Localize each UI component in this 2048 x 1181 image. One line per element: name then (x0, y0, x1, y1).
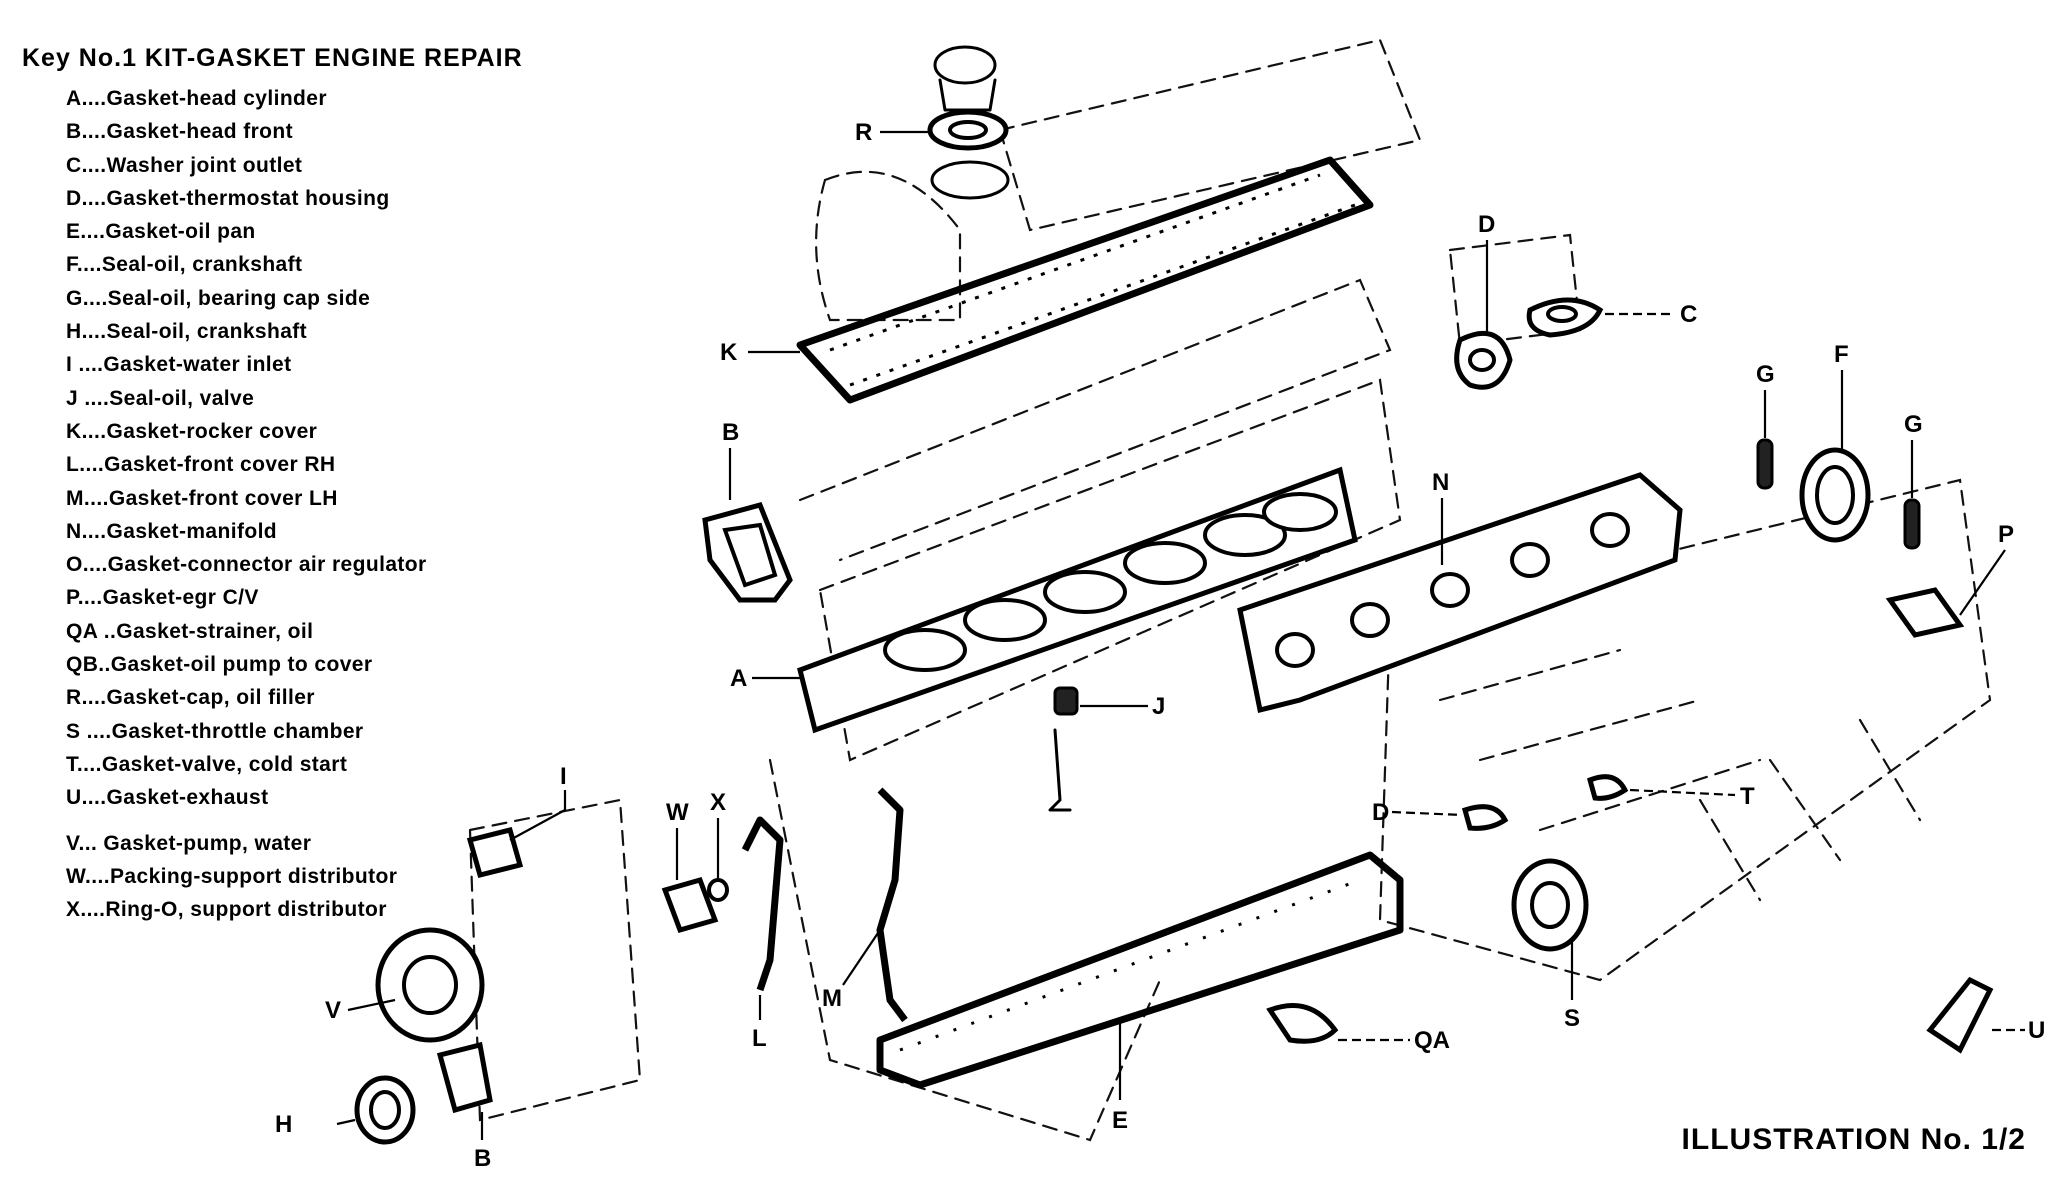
legend-title: Key No.1 KIT-GASKET ENGINE REPAIR (22, 44, 523, 72)
callout-a: A (730, 665, 747, 692)
legend-item-r: R....Gasket-cap, oil filler (66, 686, 315, 710)
oil-pan-gasket (876, 851, 1404, 1089)
callout-d-top: D (1478, 211, 1495, 238)
legend-list: A....Gasket-head cylinder B....Gasket-he… (66, 82, 427, 926)
front-cover-gasket-rh (741, 816, 784, 992)
leader-lines (336, 130, 2025, 1140)
callout-t: T (1740, 783, 1755, 810)
legend-item-t: T....Gasket-valve, cold start (66, 752, 348, 776)
callout-c: C (1680, 301, 1697, 328)
bearing-cap-side-seal-right (1903, 498, 1921, 550)
legend-item-f: F....Seal-oil, crankshaft (66, 253, 303, 277)
callout-r: R (855, 119, 872, 146)
callout-x: X (710, 789, 726, 816)
legend-item-j: J ....Seal-oil, valve (66, 386, 255, 410)
engine-block-outline (468, 38, 1992, 1142)
callout-labels: R K B A D C N G F G P J I W X V H B L M … (275, 119, 2045, 1172)
water-inlet-gasket (466, 826, 524, 879)
cylinder-head-gasket (797, 466, 1358, 734)
bearing-cap-side-seal-left (1756, 438, 1774, 490)
callout-n: N (1432, 469, 1449, 496)
callout-b-bottom: B (474, 1145, 491, 1172)
legend-item-x: X....Ring-O, support distributor (66, 898, 387, 922)
callout-w: W (666, 799, 689, 826)
legend-item-n: N....Gasket-manifold (66, 519, 278, 543)
legend-item-u: U....Gasket-exhaust (66, 786, 269, 810)
egr-cv-gasket (1885, 587, 1965, 638)
manifold-gasket (1237, 472, 1683, 714)
callout-e: E (1112, 1107, 1128, 1134)
crankshaft-oil-seal-rear (1799, 447, 1871, 543)
oil-strainer-gasket (1266, 1003, 1339, 1044)
callout-h: H (275, 1111, 292, 1138)
legend-item-p: P....Gasket-egr C/V (66, 586, 259, 610)
illustration-number: ILLUSTRATION No. 1/2 (1681, 1123, 2026, 1156)
callout-b-top: B (722, 419, 739, 446)
callout-i: I (560, 763, 567, 790)
head-front-gasket (702, 502, 793, 603)
legend-item-h: H....Seal-oil, crankshaft (66, 320, 308, 344)
throttle-chamber-gasket (1511, 858, 1589, 952)
cold-start-valve-gasket (1586, 774, 1629, 801)
callout-d-bottom: D (1372, 799, 1389, 826)
legend-item-e: E....Gasket-oil pan (66, 220, 256, 244)
head-front-gasket-lower (436, 1041, 493, 1114)
legend-item-s: S ....Gasket-throttle chamber (66, 719, 364, 743)
water-pump-gasket (375, 927, 485, 1043)
callout-l: L (752, 1025, 767, 1052)
callout-m: M (822, 985, 842, 1012)
legend-item-m: M....Gasket-front cover LH (66, 486, 338, 510)
callout-j: J (1152, 693, 1165, 720)
callout-p: P (1998, 521, 2014, 548)
thermostat-housing-gasket (1454, 330, 1513, 390)
callout-k: K (720, 339, 738, 366)
distributor-support-o-ring (707, 878, 729, 902)
legend-item-v: V... Gasket-pump, water (66, 831, 312, 855)
callout-s: S (1564, 1005, 1580, 1032)
callout-g-right: G (1904, 411, 1923, 438)
legend-item-l: L....Gasket-front cover RH (66, 453, 336, 477)
legend-item-b: B....Gasket-head front (66, 120, 294, 144)
legend-item-a: A....Gasket-head cylinder (66, 87, 327, 110)
legend-item-g: G....Seal-oil, bearing cap side (66, 286, 371, 310)
exhaust-gasket (1926, 976, 1994, 1054)
legend-item-i: I ....Gasket-water inlet (66, 353, 292, 377)
callout-qa: QA (1414, 1027, 1450, 1054)
callout-f: F (1834, 341, 1849, 368)
legend-item-o: O....Gasket-connector air regulator (66, 553, 427, 577)
callout-u: U (2028, 1017, 2045, 1044)
legend-item-w: W....Packing-support distributor (66, 864, 398, 888)
valve-oil-seal (1048, 686, 1079, 812)
legend-item-qa: QA ..Gasket-strainer, oil (66, 619, 314, 643)
water-outlet-washer (1526, 297, 1604, 338)
legend-item-qb: QB..Gasket-oil pump to cover (66, 653, 373, 677)
legend-item-c: C....Washer joint outlet (66, 153, 303, 177)
thermostat-housing-gasket-lower (1461, 804, 1509, 831)
callout-v: V (325, 997, 341, 1024)
crankshaft-oil-seal-front (354, 1075, 416, 1145)
legend-item-d: D....Gasket-thermostat housing (66, 186, 390, 210)
front-cover-gasket-lh (876, 787, 908, 1023)
distributor-support-packing (661, 876, 719, 934)
rocker-cover-gasket (796, 156, 1374, 404)
oil-filler-cap (927, 45, 1010, 200)
legend-item-k: K....Gasket-rocker cover (66, 419, 318, 443)
callout-g-left: G (1756, 361, 1775, 388)
